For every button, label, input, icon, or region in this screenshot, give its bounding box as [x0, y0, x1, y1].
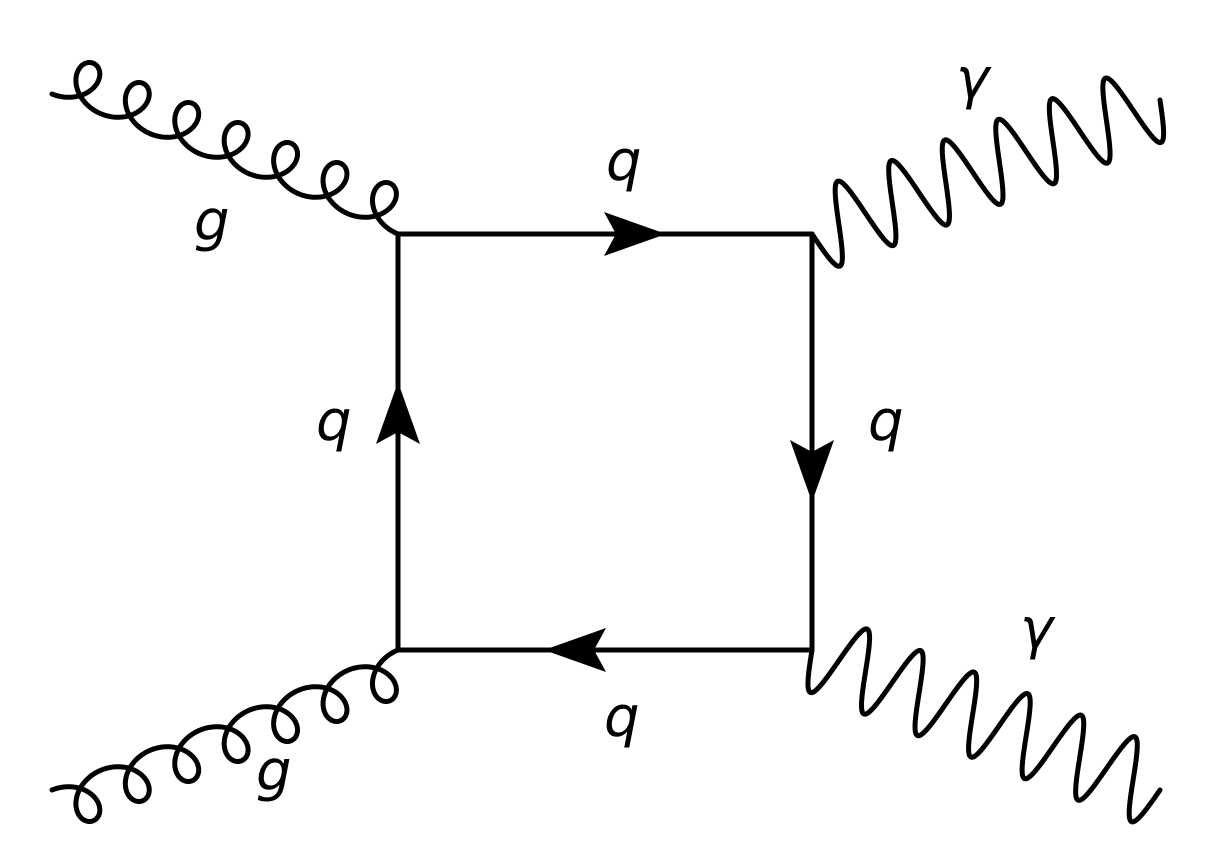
- label-gluon-bottom: g: [256, 739, 292, 804]
- label-quark-right: q: [868, 389, 904, 454]
- quark-arrows: [376, 212, 834, 672]
- label-quark-bottom: q: [604, 685, 640, 750]
- arrow-right-icon: [790, 440, 834, 502]
- label-photon-bottom: γ: [1020, 597, 1056, 662]
- arrow-top-icon: [604, 212, 666, 256]
- gluon-line-top: [49, 60, 401, 237]
- label-photon-top: γ: [956, 47, 992, 112]
- photon-line-top: [809, 75, 1167, 269]
- quark-loop: [395, 231, 815, 653]
- photon-line-bottom: [805, 626, 1163, 825]
- arrow-bottom-icon: [544, 628, 606, 672]
- gluon-line-bottom: [49, 647, 401, 824]
- arrow-left-icon: [376, 382, 420, 444]
- label-gluon-top: g: [194, 189, 230, 254]
- label-quark-left: q: [316, 389, 352, 454]
- label-quark-top: q: [606, 129, 642, 194]
